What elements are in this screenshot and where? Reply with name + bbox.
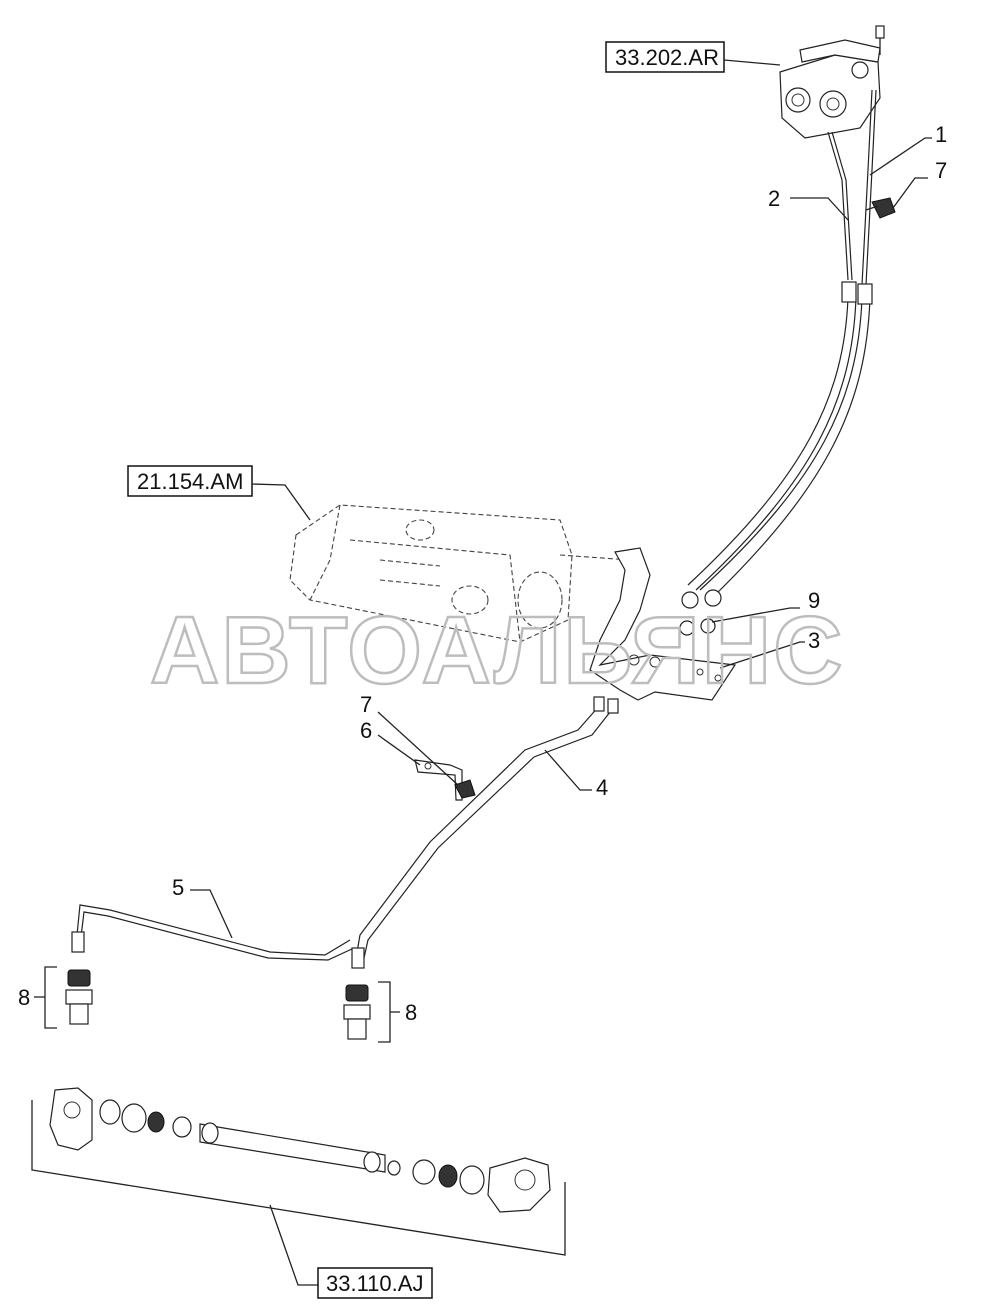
svg-text:2: 2 [768,186,780,211]
callout-5: 5 [172,875,233,939]
pipe-2 [687,131,873,591]
callout-3: 3 [719,628,820,669]
fitting-8-left [44,966,93,1029]
svg-text:1: 1 [935,122,947,147]
svg-text:3: 3 [808,628,820,653]
watermark-text: АВТОАЛЬЯНС [150,597,844,704]
fittings [679,589,722,636]
svg-text:8: 8 [18,985,30,1010]
clip-top [865,197,896,219]
pipe-5 [75,904,355,961]
bracket [589,547,737,701]
ref-lift-housing-text: 21.154.AM [137,469,243,494]
svg-text:7: 7 [935,158,947,183]
axle-assembly [31,1087,566,1256]
callout-8-left: 8 [18,985,45,1010]
pipe-end-left [71,931,85,953]
ref-box-lift-housing: 21.154.AM [127,465,311,521]
clip-mid [414,759,476,801]
callout-4: 4 [544,749,608,800]
ref-axle-text: 33.110.AJ [326,1271,423,1296]
svg-text:4: 4 [596,775,608,800]
svg-text:8: 8 [405,1000,417,1025]
callout-1: 1 [869,122,947,176]
callout-9: 9 [711,588,820,623]
callout-2: 2 [768,186,849,221]
ref-valve-text: 33.202.AR [615,45,719,70]
svg-text:7: 7 [360,692,372,717]
svg-text:6: 6 [360,718,372,743]
ref-box-axle: 33.110.AJ [269,1204,433,1299]
svg-text:5: 5 [172,875,184,900]
callout-6: 6 [360,718,421,766]
callout-7-mid: 7 [360,692,459,786]
pipe-end-right [351,947,365,969]
valve-block [779,25,885,139]
callout-7-top: 7 [892,158,947,209]
svg-text:9: 9 [808,588,820,613]
ref-box-valve: 33.202.AR [605,41,781,73]
callout-8-right: 8 [390,1000,417,1025]
fitting-8-right [343,981,391,1043]
pipe-4 [355,696,619,959]
pipe-1 [699,89,877,599]
